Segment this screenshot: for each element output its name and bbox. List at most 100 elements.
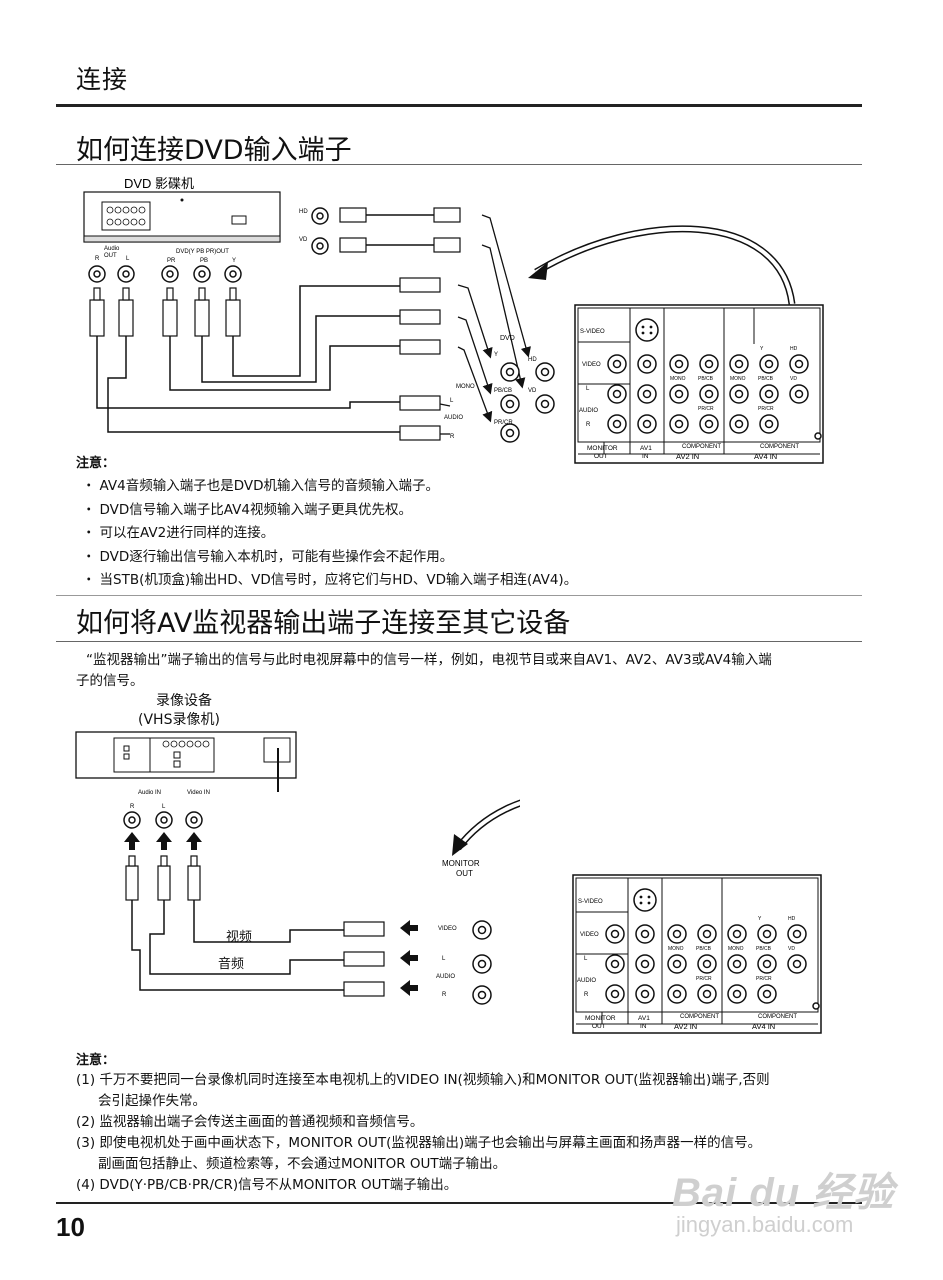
- svg-text:IN: IN: [640, 1023, 647, 1030]
- section-heading: 连接: [76, 65, 129, 94]
- svg-text:HD: HD: [788, 916, 796, 922]
- notes1-list: AV4音频输入端子也是DVD机输入信号的音频输入端子。 DVD信号输入端子比AV…: [82, 474, 578, 592]
- svg-text:MONO: MONO: [730, 376, 746, 382]
- svg-text:VIDEO: VIDEO: [438, 926, 457, 932]
- svg-text:MONO: MONO: [668, 946, 684, 952]
- svg-text:VD: VD: [790, 376, 797, 382]
- svg-text:OUT: OUT: [592, 1023, 606, 1030]
- svg-text:S-VIDEO: S-VIDEO: [578, 899, 603, 905]
- svg-text:AUDIO: AUDIO: [579, 408, 598, 414]
- vertical-plugs: [89, 287, 241, 337]
- svg-text:Y: Y: [232, 258, 236, 264]
- notes2-title: 注意：: [76, 1053, 116, 1068]
- header-rule: [56, 104, 862, 107]
- svg-text:AV4 IN: AV4 IN: [754, 452, 777, 461]
- svg-text:AUDIO: AUDIO: [436, 974, 455, 980]
- svg-text:VD: VD: [528, 388, 537, 394]
- svg-text:COMPONENT: COMPONENT: [760, 444, 799, 450]
- svg-text:IN: IN: [642, 453, 649, 460]
- svg-text:VD: VD: [788, 946, 795, 952]
- player-jacks: [88, 265, 242, 283]
- svg-text:OUT: OUT: [594, 453, 608, 460]
- video-cable-label: 视频: [226, 930, 253, 945]
- vcr-connection-diagram: Audio IN Video IN R L VIDEO L AUDIO R MO…: [75, 731, 520, 1005]
- svg-text:R: R: [450, 434, 455, 440]
- recorder-label: 录像设备: [156, 693, 212, 709]
- note2-item-2: 监视器输出端子会传送主画面的普通视频和音频信号。: [99, 1114, 424, 1130]
- svg-text:VIDEO: VIDEO: [582, 362, 601, 368]
- section2-intro: “监视器输出”端子输出的信号与此时电视屏幕中的信号一样，例如，电视节目或来自AV…: [86, 652, 772, 668]
- note1-item: AV4音频输入端子也是DVD机输入信号的音频输入端子。: [82, 474, 577, 498]
- dvd-player-label: DVD 影碟机: [124, 176, 194, 191]
- svg-text:HD: HD: [790, 346, 798, 352]
- svg-text:PB/CB: PB/CB: [756, 946, 772, 952]
- svg-text:PR/CR: PR/CR: [696, 976, 712, 982]
- note1-item: DVD信号输入端子比AV4视频输入端子更具优先权。: [82, 498, 577, 522]
- tv-rear-panel-2: S-VIDEO VIDEO L AUDIO R Y HD MONO PB/CB …: [572, 874, 822, 1034]
- svg-text:R: R: [95, 256, 100, 262]
- svg-text:PR/CR: PR/CR: [756, 976, 772, 982]
- svg-text:MONO: MONO: [670, 376, 686, 382]
- svg-text:Y: Y: [494, 352, 498, 358]
- note1-item: 当STB(机顶盒)输出HD、VD信号时，应将它们与HD、VD输入端子相连(AV4…: [82, 568, 578, 592]
- svg-text:HD: HD: [528, 357, 537, 363]
- watermark-logo: Bai du 经验: [672, 1171, 895, 1215]
- svg-text:L: L: [586, 386, 590, 392]
- svg-text:L: L: [442, 956, 446, 962]
- svg-text:PR: PR: [167, 258, 176, 264]
- svg-text:VIDEO: VIDEO: [580, 932, 599, 938]
- svg-text:R: R: [130, 804, 135, 810]
- note2-item-1: 千万不要把同一台录像机同时连接至本电视机上的VIDEO IN(视频输入)和MON…: [99, 1072, 770, 1088]
- notes2-list: (1) 千万不要把同一台录像机同时连接至本电视机上的VIDEO IN(视频输入)…: [76, 1072, 770, 1193]
- notes1-title: 注意：: [76, 456, 116, 471]
- note1-item: 可以在AV2进行同样的连接。: [82, 521, 577, 545]
- tv-rear-panel-1: S-VIDEO VIDEO L AUDIO R Y HD MONO PB/CB …: [574, 304, 824, 464]
- monitor-out-label: MONITOR: [442, 859, 480, 868]
- horizontal-plugs: [339, 207, 461, 441]
- svg-text:L: L: [450, 398, 454, 404]
- svg-text:L: L: [584, 956, 588, 962]
- svg-text:AV1: AV1: [640, 445, 652, 452]
- svg-text:PR/CR: PR/CR: [494, 420, 513, 426]
- svg-text:MONITOR: MONITOR: [585, 1015, 616, 1022]
- svg-text:L: L: [126, 256, 130, 262]
- svg-text:AV4 IN: AV4 IN: [752, 1022, 775, 1031]
- svg-text:AV1: AV1: [638, 1015, 650, 1022]
- watermark-url: jingyan.baidu.com: [676, 1212, 854, 1237]
- dvd-player: [83, 191, 281, 243]
- svg-text:COMPONENT: COMPONENT: [682, 444, 721, 450]
- section2-intro-cont: 子的信号。: [76, 673, 144, 689]
- svg-text:R: R: [442, 992, 447, 998]
- page-number: 10: [56, 1212, 85, 1242]
- dvd-connection-diagram: DVD 影碟机 Audio OUT R L DVD(Y PB PR)OUT PR…: [83, 176, 796, 443]
- svg-text:VD: VD: [299, 237, 308, 243]
- svg-text:PB/CB: PB/CB: [758, 376, 774, 382]
- dvd-out-label: DVD(Y PB PR)OUT: [176, 249, 229, 255]
- svg-text:Audio IN: Audio IN: [138, 790, 161, 796]
- svg-text:PB/CB: PB/CB: [494, 388, 512, 394]
- footer-rule: [56, 1202, 862, 1204]
- section-divider: [56, 595, 862, 596]
- svg-text:R: R: [584, 992, 589, 998]
- recorder-sublabel: (VHS录像机): [138, 712, 220, 728]
- audio-cable-label: 音频: [218, 957, 245, 972]
- section2-title: 如何将AV监视器输出端子连接至其它设备: [76, 608, 571, 639]
- svg-text:Y: Y: [760, 346, 764, 352]
- svg-text:COMPONENT: COMPONENT: [758, 1014, 797, 1020]
- note1-item: DVD逐行输出信号输入本机时，可能有些操作会不起作用。: [82, 545, 577, 569]
- left-arrows: [400, 920, 418, 996]
- vcr-unit: [75, 731, 297, 792]
- svg-text:OUT: OUT: [456, 869, 473, 878]
- up-arrows: [124, 832, 202, 850]
- svg-text:AV2 IN: AV2 IN: [674, 1022, 697, 1031]
- section1-title: 如何连接DVD输入端子: [76, 135, 352, 166]
- svg-text:AV2 IN: AV2 IN: [676, 452, 699, 461]
- svg-text:R: R: [586, 422, 591, 428]
- svg-text:AUDIO: AUDIO: [577, 978, 596, 984]
- svg-text:L: L: [162, 804, 166, 810]
- section2-rule: [56, 641, 862, 642]
- panel1-monitor-out: MONITOR: [587, 445, 618, 452]
- svg-text:HD: HD: [299, 209, 308, 215]
- section1-rule: [56, 164, 862, 165]
- svg-text:PR/CR: PR/CR: [758, 406, 774, 412]
